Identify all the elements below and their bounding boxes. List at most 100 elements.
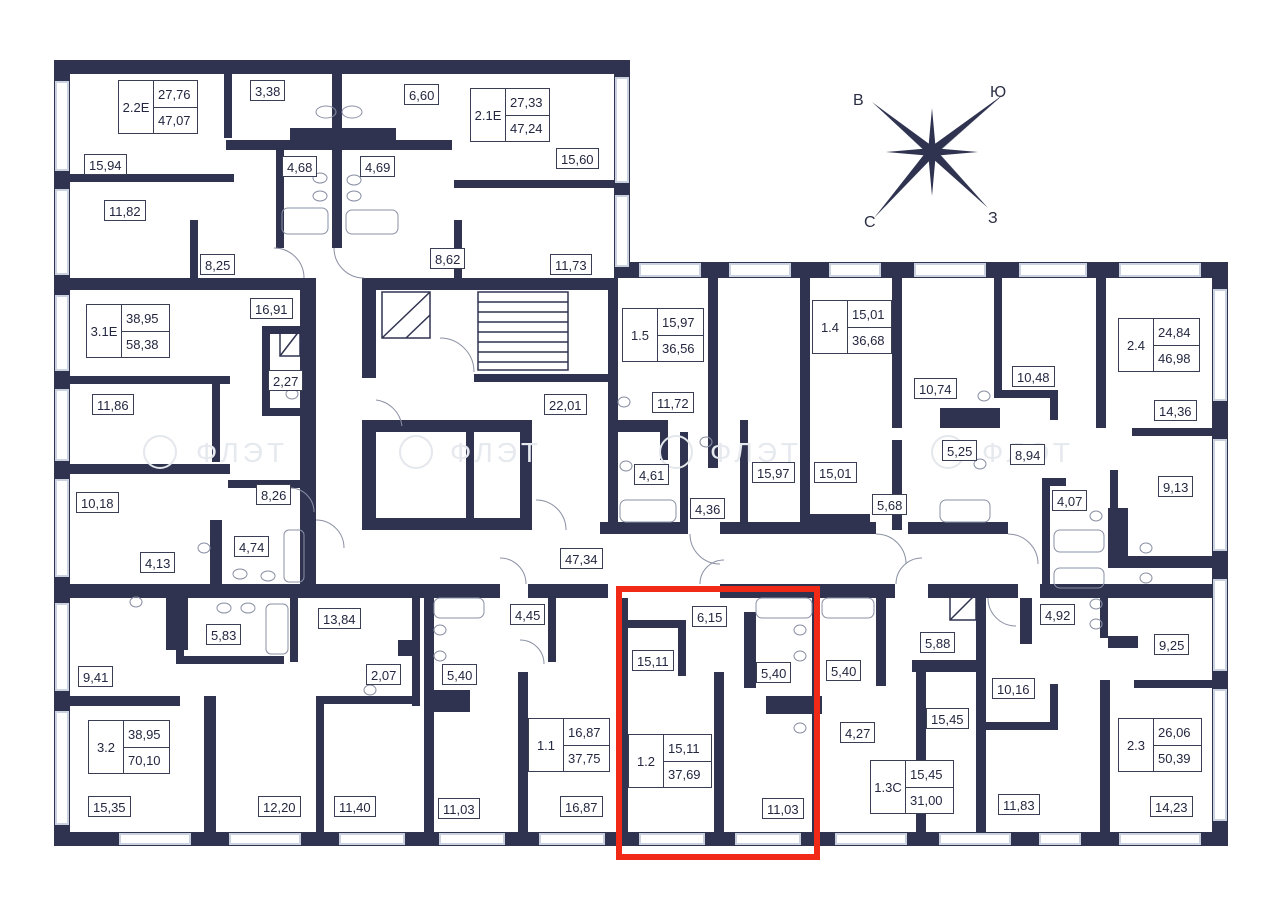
apartment-living-area: 15,45 — [906, 761, 953, 788]
room-area-label: 5,68 — [872, 494, 908, 515]
apartment-living-area: 24,84 — [1154, 319, 1199, 346]
apartment-card[interactable]: 2.1Е 27,33 47,24 — [470, 88, 550, 142]
apartment-total-area: 47,24 — [510, 120, 543, 136]
apartment-code: 3.1Е — [87, 305, 122, 357]
room-area-label: 11,86 — [92, 394, 134, 415]
apartment-card[interactable]: 1.1 16,87 37,75 — [528, 718, 610, 772]
room-area-label: 47,34 — [560, 548, 603, 569]
room-area-label: 15,01 — [814, 462, 857, 483]
room-area-label: 11,83 — [998, 794, 1040, 815]
apartment-living-area: 15,11 — [664, 735, 711, 762]
apartment-code: 3.2 — [89, 721, 124, 773]
apartment-total-area: 47,07 — [158, 112, 191, 128]
apartment-code: 2.2Е — [119, 81, 154, 133]
room-area-label: 5,40 — [442, 664, 478, 685]
apartment-card[interactable]: 2.2Е 27,76 47,07 — [118, 80, 198, 134]
room-area-label: 11,03 — [438, 798, 480, 819]
room-area-label: 13,84 — [318, 608, 361, 629]
watermark-text-2: ФЛЭТ — [450, 437, 542, 468]
apartment-total-area: 36,56 — [662, 340, 695, 356]
room-area-label: 4,68 — [282, 156, 318, 177]
apartment-living-area: 27,33 — [506, 89, 549, 116]
room-area-label: 4,45 — [510, 604, 546, 625]
apartment-card[interactable]: 1.3С 15,45 31,00 — [870, 760, 954, 814]
room-area-label: 11,72 — [652, 392, 694, 413]
room-area-label: 15,60 — [556, 148, 599, 169]
room-area-label: 4,13 — [140, 552, 176, 573]
apartment-total-area: 46,98 — [1158, 350, 1191, 366]
room-area-label: 5,83 — [206, 624, 242, 645]
apartment-card[interactable]: 1.5 15,97 36,56 — [622, 308, 704, 362]
room-area-label: 16,87 — [560, 796, 603, 817]
room-area-label: 8,26 — [256, 484, 292, 505]
apartment-living-area: 38,95 — [122, 305, 169, 332]
compass-label-s: С — [864, 214, 876, 231]
room-area-label: 16,91 — [250, 298, 293, 319]
room-area-label: 15,11 — [632, 650, 674, 671]
apartment-code: 1.5 — [623, 309, 658, 361]
apartment-total-area: 37,75 — [568, 750, 601, 766]
room-area-label: 4,92 — [1040, 604, 1076, 625]
room-area-label: 8,94 — [1010, 444, 1046, 465]
apartment-living-area: 16,87 — [564, 719, 609, 746]
watermark-text-1: ФЛЭТ — [196, 437, 288, 468]
room-area-label: 15,45 — [926, 708, 969, 729]
room-area-label: 4,61 — [634, 464, 670, 485]
room-area-label: 4,27 — [840, 722, 876, 743]
apartment-total-area: 58,38 — [126, 336, 159, 352]
room-area-label: 5,88 — [920, 632, 956, 653]
apartment-total-area: 50,39 — [1158, 750, 1191, 766]
room-area-label: 9,25 — [1154, 634, 1190, 655]
compass-label-v: В — [853, 92, 864, 109]
room-area-label: 11,40 — [334, 796, 376, 817]
apartment-card[interactable]: 2.3 26,06 50,39 — [1118, 718, 1202, 772]
apartment-card[interactable]: 1.2 15,11 37,69 — [628, 734, 712, 788]
apartment-card[interactable]: 3.2 38,95 70,10 — [88, 720, 170, 774]
room-area-label: 12,20 — [258, 796, 301, 817]
room-area-label: 2,27 — [268, 370, 304, 391]
room-area-label: 2,07 — [366, 664, 402, 685]
apartment-card[interactable]: 1.4 15,01 36,68 — [812, 300, 892, 354]
compass-label-yu: Ю — [990, 84, 1007, 101]
apartment-total-area: 70,10 — [128, 752, 161, 768]
apartment-code: 1.4 — [813, 301, 848, 353]
apartment-living-area: 27,76 — [154, 81, 197, 108]
apartment-code: 2.3 — [1119, 719, 1154, 771]
room-area-label: 5,40 — [756, 662, 792, 683]
apartment-code: 2.1Е — [471, 89, 506, 141]
room-area-label: 15,97 — [752, 462, 795, 483]
room-area-label: 10,74 — [914, 378, 957, 399]
apartment-code: 2.4 — [1119, 319, 1154, 371]
room-area-label: 9,41 — [78, 666, 114, 687]
room-area-label: 15,94 — [84, 154, 127, 175]
apartment-code: 1.3С — [871, 761, 906, 813]
room-area-label: 10,16 — [992, 678, 1035, 699]
room-area-label: 10,48 — [1012, 366, 1055, 387]
room-area-label: 8,62 — [430, 248, 466, 269]
apartment-code: 1.1 — [529, 719, 564, 771]
room-area-label: 9,13 — [1158, 476, 1194, 497]
room-area-label: 14,36 — [1154, 400, 1197, 421]
room-area-label: 5,25 — [942, 440, 978, 461]
apartment-living-area: 15,97 — [658, 309, 703, 336]
apartment-living-area: 15,01 — [848, 301, 891, 328]
room-area-label: 15,35 — [88, 796, 131, 817]
room-area-label: 4,36 — [690, 498, 726, 519]
room-area-label: 11,82 — [104, 200, 146, 221]
apartment-living-area: 38,95 — [124, 721, 169, 748]
room-area-label: 10,18 — [76, 492, 119, 513]
room-area-label: 6,15 — [692, 606, 728, 627]
apartment-total-area: 37,69 — [668, 766, 701, 782]
room-area-label: 8,25 — [200, 254, 236, 275]
room-area-label: 4,07 — [1052, 490, 1088, 511]
room-area-label: 11,73 — [550, 254, 592, 275]
apartment-living-area: 26,06 — [1154, 719, 1201, 746]
room-area-label: 22,01 — [544, 394, 587, 415]
apartment-card[interactable]: 3.1Е 38,95 58,38 — [86, 304, 170, 358]
room-area-label: 4,69 — [360, 156, 396, 177]
selected-apartment-outline[interactable] — [616, 586, 820, 860]
apartment-total-area: 31,00 — [910, 792, 943, 808]
compass-icon — [872, 94, 1004, 218]
apartment-card[interactable]: 2.4 24,84 46,98 — [1118, 318, 1200, 372]
